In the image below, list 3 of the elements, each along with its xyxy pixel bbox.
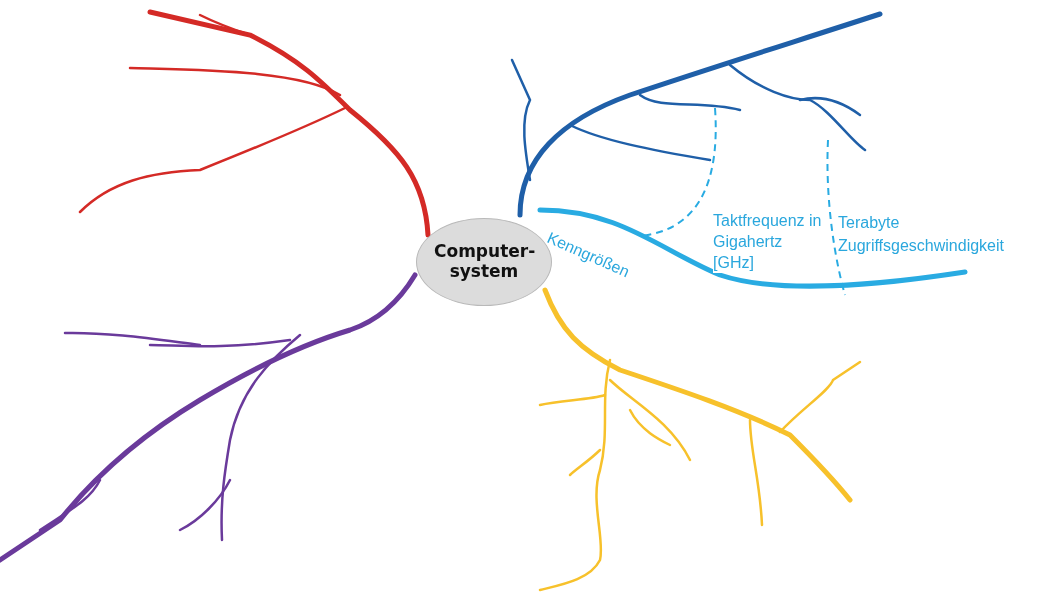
central-topic: Computer- system — [434, 242, 534, 282]
subtopic-label: Zugriffsgeschwindigkeit — [838, 236, 1004, 257]
subtopic-label: Terabyte — [838, 213, 900, 234]
